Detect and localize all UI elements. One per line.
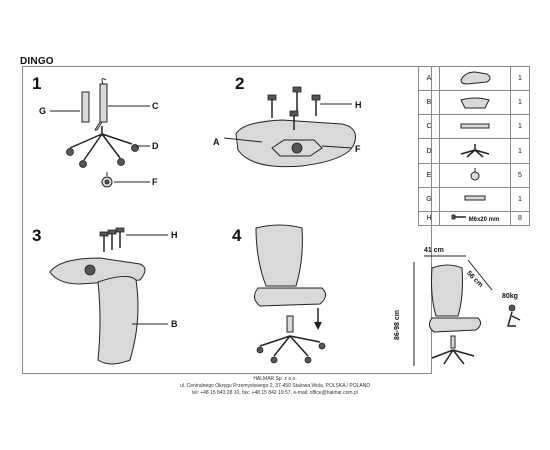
backrest-icon (439, 90, 511, 116)
footer-contact: tel: +48 15 843 28 10, fax: +48 15 842 1… (192, 390, 358, 396)
gas-cover-icon (439, 186, 511, 212)
label-f-step2: F (355, 144, 361, 154)
parts-row-g: G 1 (418, 186, 530, 212)
parts-row-a: A 1 (418, 65, 530, 92)
parts-row-d: D 1 (418, 138, 530, 164)
part-quantity: 5 (510, 162, 530, 188)
dimension-height: 86-98 cm (394, 310, 401, 340)
seat-icon (439, 65, 511, 92)
parts-row-e: E 5 (418, 162, 530, 188)
dimensions-illustration (413, 255, 521, 366)
parts-row-b: B 1 (418, 90, 530, 116)
footer-address: ul. Centralnego Okręgu Przemysłowego 2, … (179, 383, 370, 389)
dimension-width: 41 cm (424, 247, 444, 254)
part-quantity: 1 (510, 90, 530, 116)
part-letter: C (418, 114, 440, 140)
part-letter: A (418, 65, 440, 92)
step-number-4: 4 (232, 226, 242, 245)
step-4-illustration (254, 224, 326, 364)
step-2-illustration (223, 86, 356, 168)
step-number-3: 3 (32, 226, 42, 245)
part-quantity: 1 (510, 186, 530, 212)
part-letter: H (418, 210, 440, 227)
gas-lift-part (99, 83, 108, 123)
label-a-step2: A (213, 137, 220, 147)
part-letter: E (418, 162, 440, 188)
part-quantity: 1 (510, 138, 530, 164)
label-g: G (39, 106, 47, 116)
label-d: D (152, 141, 159, 151)
gas-lift-icon (439, 114, 511, 140)
part-letter: B (418, 90, 440, 116)
label-b-step3: B (171, 319, 178, 329)
screws (267, 86, 321, 130)
footer-company: HALMAR Sp. z o.o. (253, 376, 297, 382)
step-number-2: 2 (235, 74, 245, 93)
label-f: F (152, 177, 158, 187)
dimension-max-load: 80kg (502, 293, 518, 300)
parts-row-h: H M6x20 mm 8 (418, 210, 530, 227)
part-letter: D (418, 138, 440, 164)
part-letter: G (418, 186, 440, 212)
label-c: C (152, 101, 159, 111)
parts-row-c: C 1 (418, 114, 530, 140)
step-1-illustration (50, 78, 150, 188)
step-number-1: 1 (32, 74, 42, 93)
part-quantity: 1 (510, 65, 530, 92)
label-h-step3: H (171, 230, 178, 240)
screw-size: M6x20 mm (468, 217, 500, 224)
screw-icon (451, 215, 467, 223)
part-quantity: 8 (510, 210, 530, 227)
document-title: DINGO (20, 56, 54, 67)
label-h-step2: H (355, 100, 362, 110)
step-3-illustration (49, 227, 168, 365)
gas-cover-part (81, 91, 90, 123)
parts-table: A 1 B 1 C 1 D 1 E 5 G 1 H (418, 65, 530, 227)
star-base-icon (439, 138, 511, 164)
caster-icon (439, 162, 511, 188)
part-quantity: 1 (510, 114, 530, 140)
